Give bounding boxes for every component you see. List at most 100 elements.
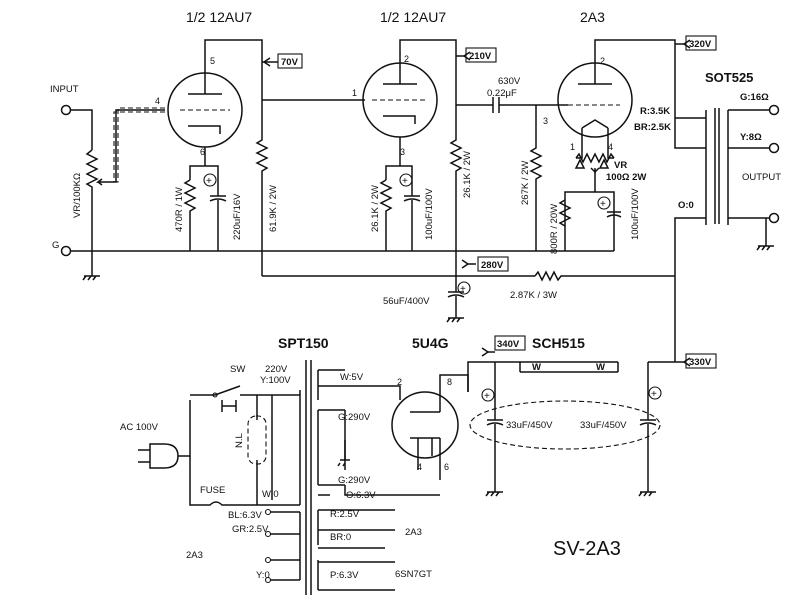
- ot-tap-y: Y:8Ω: [740, 132, 762, 143]
- pt-core: [305, 360, 312, 595]
- pin-v1-4: 4: [155, 96, 160, 106]
- c33a-polarity-icon: [481, 388, 495, 402]
- pin-r-6: 6: [444, 462, 449, 472]
- c56-polarity-icon: [457, 281, 471, 295]
- pin-v3-3: 3: [543, 116, 548, 126]
- plus-icon: +: [600, 199, 606, 210]
- pt-tap-gr: GR:2.5V: [232, 524, 269, 535]
- r267-resistor: [529, 105, 543, 251]
- c33b-polarity-icon: [648, 386, 662, 400]
- shielded-wire-outer: [106, 107, 165, 183]
- pin-v2-2: 2: [404, 54, 409, 64]
- v320-label: 320V: [689, 39, 712, 50]
- tube-v3-filament: [581, 119, 609, 129]
- pt-tap-w0: W:0: [262, 489, 279, 500]
- pin-v2-3: 3: [400, 147, 405, 157]
- input-wire: [71, 109, 93, 150]
- c100b-label: 100uF/100V: [630, 188, 641, 240]
- r287-label: 2.87K / 3W: [510, 290, 557, 301]
- v3-plate-wire: [594, 39, 706, 149]
- hum-pot-wiper: [590, 167, 600, 174]
- r470-label: 470R / 1W: [174, 187, 185, 232]
- terminal-gr: [264, 530, 272, 538]
- pt-label-6sn7: 6SN7GT: [395, 569, 432, 580]
- rectifier-leads: [417, 392, 441, 480]
- hum-pot: [575, 152, 615, 164]
- ac-plug-icon[interactable]: [138, 443, 179, 469]
- v2-cathode-cap: [403, 180, 421, 251]
- c100b-polarity-icon: [597, 196, 611, 210]
- r800-resistor: [558, 199, 572, 227]
- v280-box: [477, 256, 509, 272]
- rectifier-plates: [410, 411, 440, 439]
- cc-voltage-label: 630V: [498, 76, 521, 87]
- hum-pot-diodes: [574, 158, 610, 169]
- input-chassis-ground: [82, 251, 100, 281]
- shielded-wire-inner: [110, 111, 165, 183]
- plus-icon: +: [651, 389, 657, 400]
- ground-terminal[interactable]: [60, 245, 72, 257]
- v210-box: [465, 47, 497, 63]
- output-terminal-0[interactable]: [768, 212, 780, 224]
- power-transformer-title: SPT150: [278, 335, 329, 351]
- output-terminal-8[interactable]: [768, 142, 780, 154]
- fuse: [189, 456, 300, 506]
- pt-secondary-leads: [318, 369, 396, 591]
- coupling-cap: [492, 97, 500, 113]
- v1-cathode-split: [189, 147, 219, 180]
- tube-v1-cathode: [188, 125, 221, 134]
- v330-label: 330V: [689, 357, 712, 368]
- model-title: SV-2A3: [553, 538, 621, 560]
- v330-box: [685, 353, 717, 369]
- v70-arrow-icon: [262, 57, 271, 67]
- v210-label: 210V: [469, 51, 492, 62]
- tube-v2-cathode: [383, 115, 416, 124]
- power-switch[interactable]: [190, 385, 300, 396]
- choke-leads: [519, 362, 619, 372]
- pin-v1-6: 6: [200, 147, 205, 157]
- c220-polarity-icon: [203, 173, 217, 187]
- terminal-left-mid: [264, 556, 272, 564]
- choke-title: SCH515: [532, 335, 585, 351]
- pt-heater-leads-left: [270, 511, 300, 581]
- pin-v2-1: 1: [352, 88, 357, 98]
- b-plus-340-wire: [467, 361, 675, 392]
- plus-icon: +: [484, 391, 490, 402]
- pt-tap-y100: Y:100V: [260, 375, 291, 386]
- c33a-cap: [486, 362, 504, 492]
- v2-plate-wire: [399, 39, 457, 84]
- rectifier-pin2-lead: [396, 385, 401, 400]
- terminal-bl: [264, 508, 272, 516]
- v1-cathode-cap: [209, 180, 227, 251]
- input-label: INPUT: [50, 84, 79, 95]
- neon-lamp: [247, 415, 267, 465]
- v340-arrow-icon: [481, 347, 490, 357]
- choke-tap-w1: W: [532, 362, 541, 373]
- output-terminal-16[interactable]: [768, 104, 780, 116]
- fuse-label: FUSE: [200, 485, 225, 496]
- rectifier-filament: [417, 438, 433, 456]
- rectifier-cathode-out: [439, 374, 469, 392]
- v280-arrow-icon: [461, 259, 470, 269]
- pt-tap-r25: R:2.5V: [330, 509, 360, 520]
- c33b-ground: [638, 491, 656, 497]
- grid-wire: [106, 109, 165, 183]
- switch-label: SW: [230, 364, 245, 375]
- pt-tap-bl: BL:6.3V: [228, 510, 262, 521]
- tube-v2-title: 1/2 12AU7: [380, 9, 446, 25]
- input-terminal[interactable]: [60, 104, 72, 116]
- tube-v3-title: 2A3: [580, 9, 605, 25]
- ac-label: AC 100V: [120, 422, 159, 433]
- c33a-label: 33uF/450V: [506, 420, 553, 431]
- v320-arrow-icon: [682, 39, 691, 49]
- pt-tap-y0: Y:0: [256, 570, 270, 581]
- ot-tap-r: R:3.5K: [640, 106, 670, 117]
- output-transformer-title: SOT525: [705, 70, 753, 85]
- pt-tap-220: 220V: [265, 364, 288, 375]
- hum-pot-label: VR: [614, 160, 627, 171]
- ot-tap-o: O:0: [678, 200, 694, 211]
- pt-tap-g290b: G:290V: [338, 475, 371, 486]
- ot-primary-leads: [674, 117, 706, 362]
- r261b-resistor: [449, 56, 463, 276]
- ot-tap-g: G:16Ω: [740, 92, 769, 103]
